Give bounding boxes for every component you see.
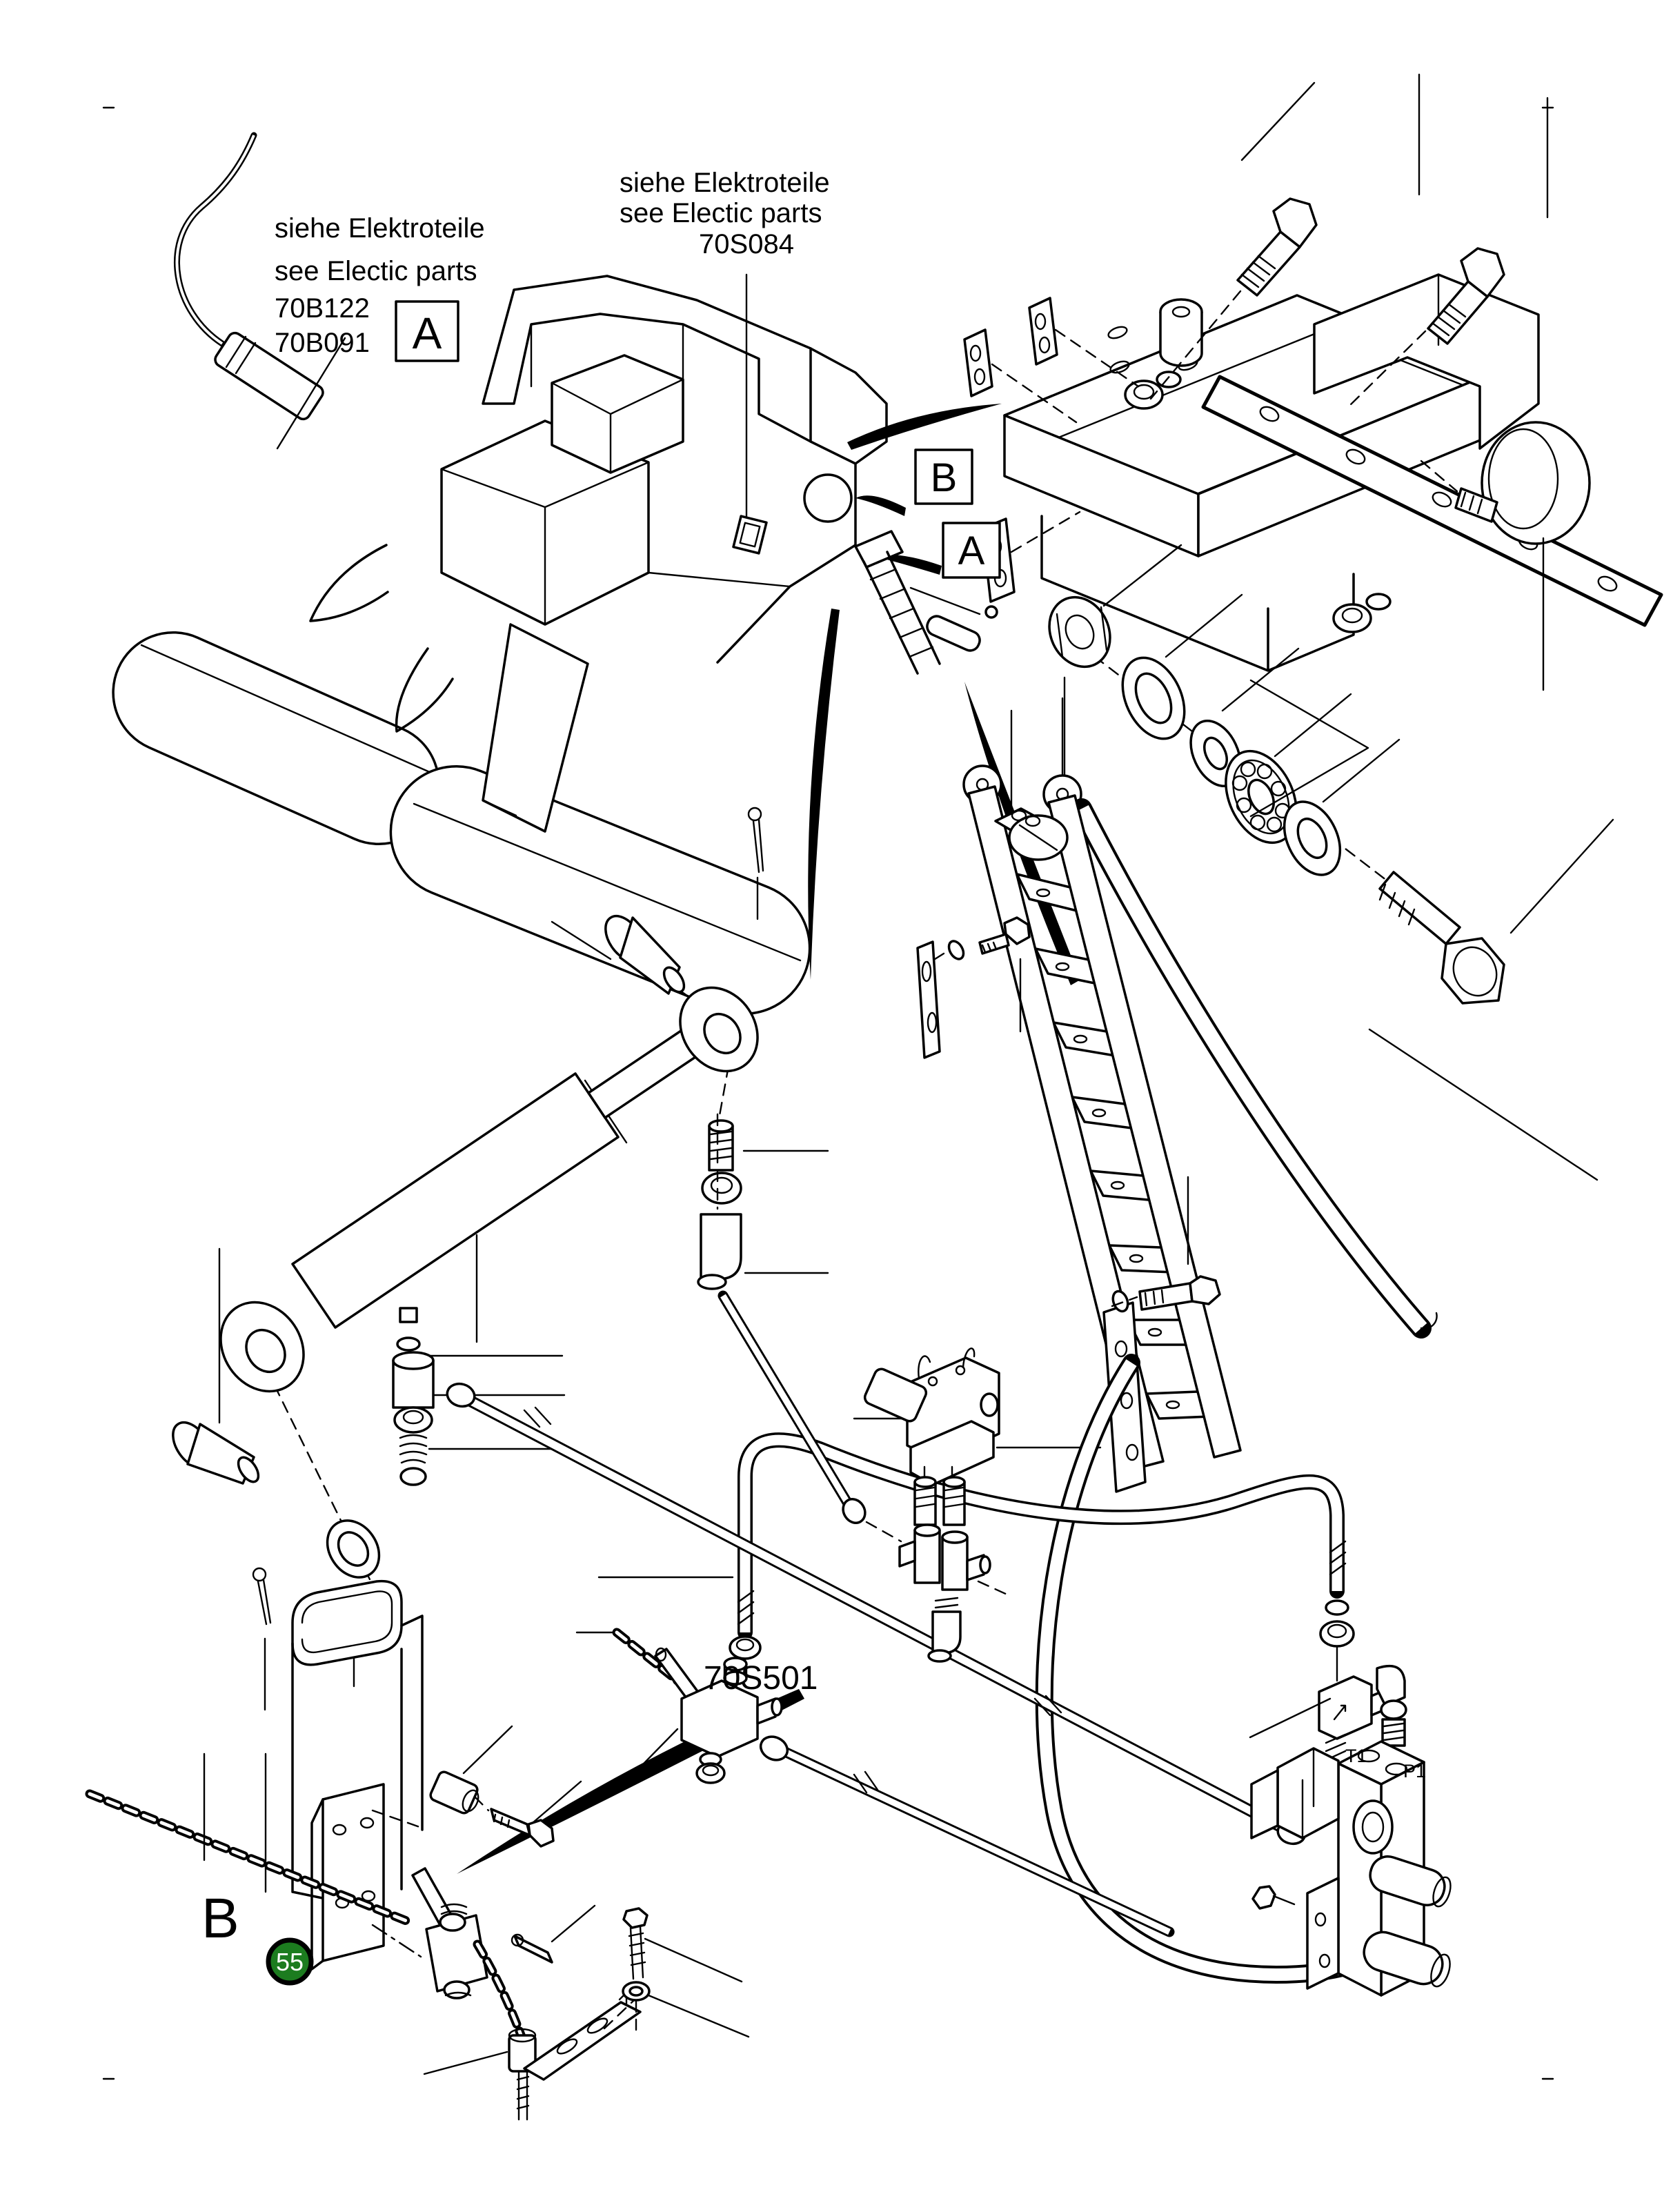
callout-a-top-letter[interactable]: A [413,308,442,358]
sleeve-and-rod [508,2028,537,2121]
hoses [446,1290,1307,1937]
callout-box-a-mid[interactable]: A [942,522,1001,579]
cotter-pin-left [252,1567,272,1626]
callout-b-letter[interactable]: B [931,455,958,500]
linkage-lever-block [371,1867,596,1999]
tee-fittings-center [898,1465,1010,1663]
port-label-p1: P1 [1403,1761,1426,1781]
hydraulic-cylinder [172,807,764,1711]
left-note-part1[interactable]: 70B122 [275,293,370,324]
bolt-and-washer-lower [423,1907,750,2075]
access-ladder [916,697,1438,1493]
knob [1420,421,1591,545]
clevis-pin-right [551,914,686,995]
part-label-70S501[interactable]: 70S501 [704,1660,818,1697]
front-arm-right [395,647,454,733]
bolt-top-1 [1236,197,1318,297]
ladder-pivot [994,807,1069,861]
track-right [389,764,811,1016]
labels: siehe Elektroteile see Electic parts 70B… [201,168,1426,1986]
left-note-line1: siehe Elektroteile [275,213,485,244]
center-note-part[interactable]: 70S084 [699,229,794,259]
front-arm-left [309,544,389,622]
solenoid-coil-2 [1363,1930,1444,1986]
valve-manifold-block [1250,1740,1452,1997]
registration-marks [102,106,1554,2080]
callout-a-mid-letter[interactable]: A [958,529,985,573]
tube-valve-run [737,1432,1345,1640]
arrow-cylinder-area [808,609,840,980]
port-label-t1: T1 [1345,1746,1367,1766]
washer-outer [1283,800,1342,876]
solenoid-coil-1 [1369,1855,1446,1906]
clevis-pin-left [172,1421,260,1485]
center-note-line1: siehe Elektroteile [620,168,830,198]
badge-circle [266,1937,314,1986]
hex-nut [1048,595,1111,669]
detail-b-letter: B [201,1887,239,1950]
detail-b-port-circle [803,473,853,523]
sensor-body [214,331,324,421]
detail-b-assembly [85,1579,750,2121]
left-note: siehe Elektroteile see Electic parts 70B… [275,213,485,450]
fitting-stack-left [392,1307,566,1486]
left-note-part2[interactable]: 70B091 [275,328,370,358]
switch-plate-70S084 [732,515,768,555]
body-right-face [716,440,857,664]
spacer-bushing [1159,298,1203,367]
side-step-strip [854,530,998,675]
front-chute [482,623,589,833]
left-note-line2: see Electic parts [275,256,477,286]
ladder-mount-hardware-upper [916,916,1031,1059]
callout-box-a-top[interactable]: A [395,300,459,362]
elbow-fitting-manifold [1376,1664,1407,1764]
flange-nut-washer-2 [1332,593,1392,633]
cotter-pin-right [747,807,764,920]
fitting-stack-right [697,1113,829,1290]
ladder-steps [1016,873,1211,1420]
hood-edge [809,347,888,465]
callout-box-b[interactable]: B [914,448,973,505]
arrow-detail-b [855,495,906,516]
mount-bracket-plate [310,1783,385,1971]
washer-left [326,1519,381,1579]
solenoid-valve-center [853,1347,1000,1486]
flange-nut-washer-1 [1124,371,1182,410]
bumper-bracket-assembly [963,73,1663,790]
washer-large [1121,656,1186,740]
arrow-to-bracket-assembly [847,404,1002,450]
square-post [291,1579,424,1907]
spacer-and-screw [203,1725,582,1893]
manifold-assembly [1249,1599,1452,1997]
hard-lines [737,1354,1374,1984]
ball-bearing [1225,749,1298,845]
hex-bolt [1378,871,1505,1005]
valve-body [680,1679,759,1758]
pivot-hardware-set [1048,544,1614,1181]
shutoff-valve-70S501 [575,1576,789,1795]
seat-box [551,354,684,474]
item-badge-55[interactable]: 55 [266,1937,314,1986]
slotted-strap [523,1991,642,2081]
bolt-top-2 [1427,247,1505,345]
center-note-line2: see Electic parts [620,198,822,228]
vehicle [112,275,998,1016]
badge-number[interactable]: 55 [276,1948,304,1976]
level-sensor [173,132,324,421]
center-note: siehe Elektroteile see Electic parts 70S… [620,168,830,519]
barrel [291,1072,620,1329]
